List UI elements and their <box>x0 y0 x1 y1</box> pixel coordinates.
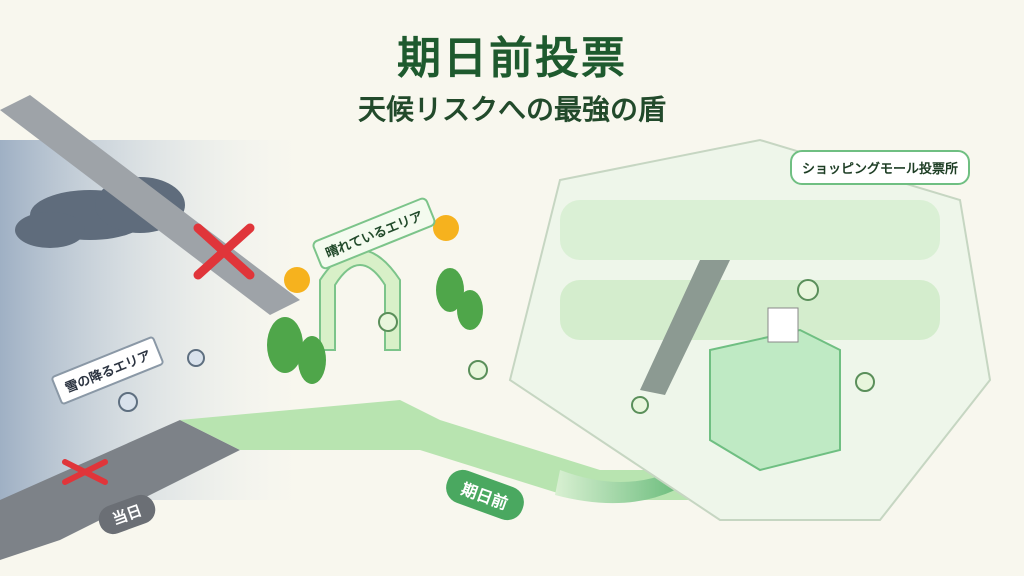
ballot-box-icon <box>709 307 841 472</box>
page-subtitle: 天候リスクへの最強の盾 <box>357 93 666 126</box>
early-arrow <box>555 445 730 504</box>
people <box>118 279 875 414</box>
mall-polling-station-label: ショッピングモール投票所 <box>790 150 971 185</box>
road-day <box>0 420 240 560</box>
sun-icon <box>284 215 459 293</box>
page-title: 期日前投票 <box>397 33 627 84</box>
road-gray <box>0 95 300 315</box>
shopping-mall <box>508 138 992 521</box>
cross-icon <box>62 223 255 485</box>
